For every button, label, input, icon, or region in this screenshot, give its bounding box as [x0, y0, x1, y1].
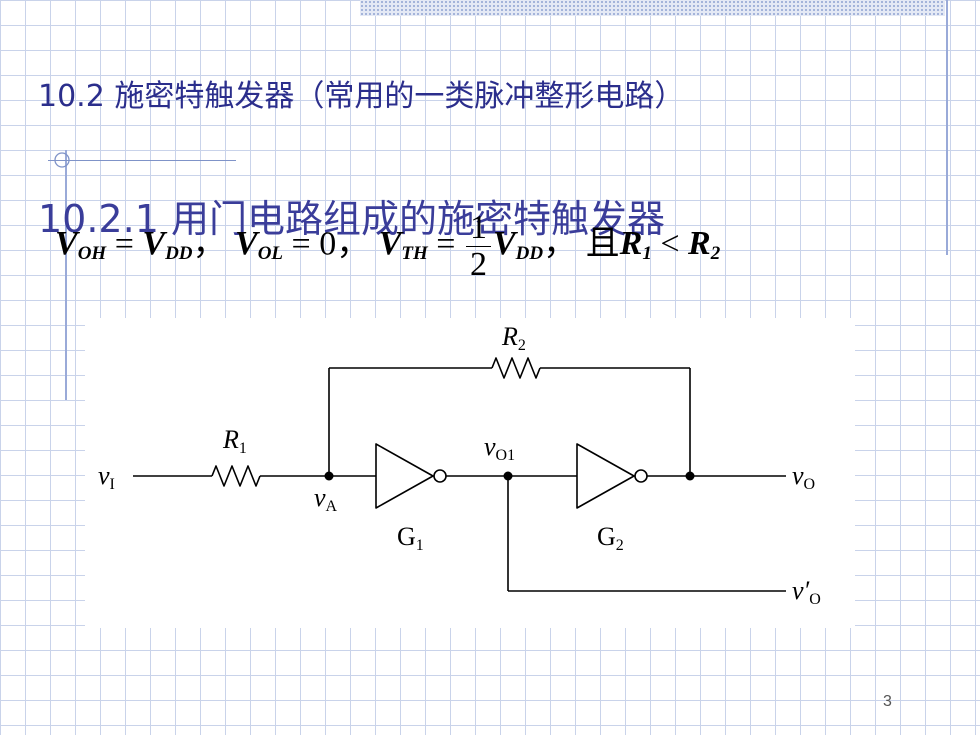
vi-label: vI: [98, 461, 115, 493]
less-than-sign: <: [660, 225, 680, 263]
r2-resistor-symbol: [491, 357, 541, 379]
va-label: vA: [314, 483, 338, 515]
header-pattern-band: [360, 0, 945, 16]
left-vertical-rule: [65, 150, 67, 400]
vo-prime-label: v′O: [792, 576, 821, 608]
g2-label: G2: [597, 522, 624, 554]
section-subtitle: 10.2.1 用门电路组成的施密特触发器: [38, 197, 665, 241]
vo1-junction-dot: [503, 471, 513, 481]
bullet-ornament-icon: [54, 152, 70, 168]
slide-page-number: 3: [883, 693, 892, 710]
r2-term: R2: [688, 225, 721, 265]
subtitle-rule: [48, 160, 236, 161]
vo-junction-dot: [685, 471, 695, 481]
g1-inverter-symbol: [375, 443, 434, 509]
r1-term: R1: [619, 225, 652, 265]
g1-label: G1: [397, 522, 424, 554]
vo-label: vO: [792, 461, 815, 493]
slide-title: 10.2 施密特触发器（常用的一类脉冲整形电路）: [38, 79, 685, 114]
equals-sign: =: [291, 225, 311, 263]
separator: ，: [543, 225, 578, 263]
equals-sign: =: [436, 225, 456, 263]
circuit-diagram-panel: R2 R1 vI vA vO1 vO v′O G1 G2: [85, 318, 855, 628]
vdd-term: VDD: [492, 225, 544, 265]
g2-bubble: [634, 469, 648, 483]
vth-term: VTH: [378, 225, 428, 265]
equals-sign: =: [114, 225, 134, 263]
g1-bubble: [433, 469, 447, 483]
separator: ，: [336, 225, 371, 263]
vo1-label: vO1: [484, 432, 515, 464]
r1-label: R1: [222, 425, 247, 457]
and-text: 且: [585, 225, 620, 263]
vol-value: 0: [319, 225, 337, 263]
g2-inverter-symbol: [576, 443, 635, 509]
r2-label: R2: [501, 322, 526, 354]
va-junction-dot: [324, 471, 334, 481]
schmitt-trigger-schematic: R2 R1 vI vA vO1 vO v′O G1 G2: [98, 322, 821, 608]
r1-resistor-symbol: [211, 465, 261, 487]
voh-term: VOH: [55, 225, 107, 265]
separator: ，: [192, 225, 227, 263]
vdd-term: VDD: [142, 225, 193, 265]
vol-term: VOL: [235, 225, 284, 265]
right-vertical-rule: [946, 0, 948, 255]
